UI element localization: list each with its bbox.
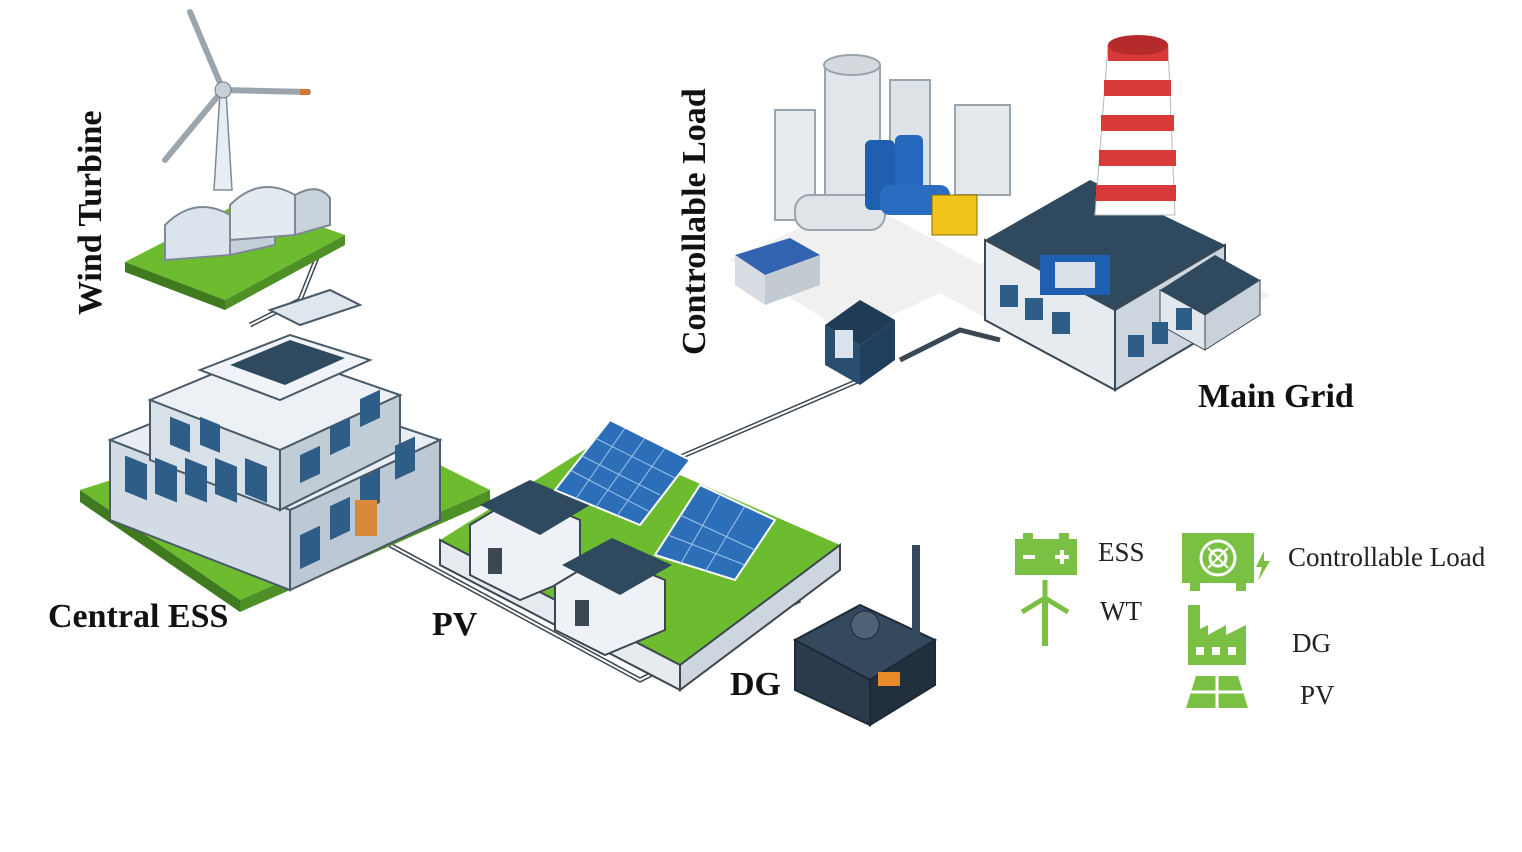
- solar-panels: [553, 418, 777, 582]
- wind-turbine-icon: [1020, 580, 1070, 646]
- label-wind-turbine: Wind Turbine: [72, 110, 109, 315]
- greenhouse: [164, 186, 331, 262]
- legend-label-pv: PV: [1300, 680, 1335, 710]
- label-main-grid: Main Grid: [1198, 378, 1354, 415]
- legend-label-dg: DG: [1292, 628, 1331, 658]
- wind-farm: [125, 9, 345, 310]
- machine-load-icon: [1182, 533, 1270, 591]
- industrial-plant: [730, 54, 1011, 385]
- label-controllable-load: Controllable Load: [676, 88, 713, 355]
- power-station: [935, 35, 1270, 392]
- legend-label-wt: WT: [1100, 596, 1142, 626]
- central-ess-building: [80, 288, 490, 612]
- label-central-ess: Central ESS: [48, 598, 229, 635]
- diesel-generator: [792, 545, 938, 727]
- label-pv: PV: [432, 606, 478, 643]
- legend-label-controllable-load: Controllable Load: [1288, 542, 1486, 572]
- cooling-tower: [1094, 35, 1176, 216]
- legend-label-ess: ESS: [1098, 537, 1145, 567]
- solar-panel-icon: [1186, 676, 1248, 708]
- wind-turbine: [162, 9, 311, 191]
- factory-icon: [1188, 605, 1246, 665]
- battery-icon: [1015, 533, 1077, 575]
- label-dg: DG: [730, 666, 781, 703]
- pv-site: [439, 418, 841, 692]
